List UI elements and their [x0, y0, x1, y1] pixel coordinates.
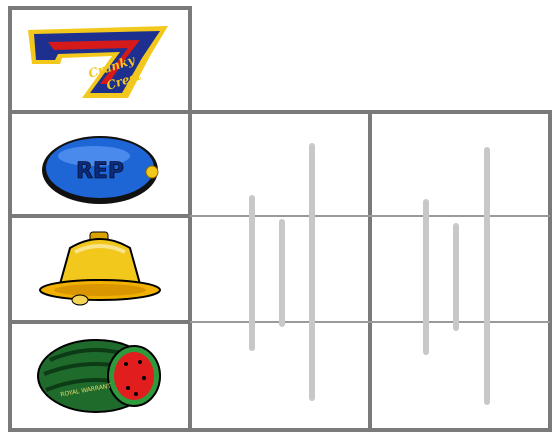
- reel-left: [249, 143, 315, 401]
- bell-symbol: [39, 231, 161, 306]
- replay-label: REP: [76, 159, 124, 184]
- seven-inner-stripe: [48, 40, 140, 84]
- reel-right: [423, 147, 490, 405]
- replay-symbol: REP: [42, 136, 159, 204]
- logo-seven: Cranky Crest: [28, 26, 168, 98]
- watermelon-symbol: ROYAL WARRANT: [37, 339, 161, 413]
